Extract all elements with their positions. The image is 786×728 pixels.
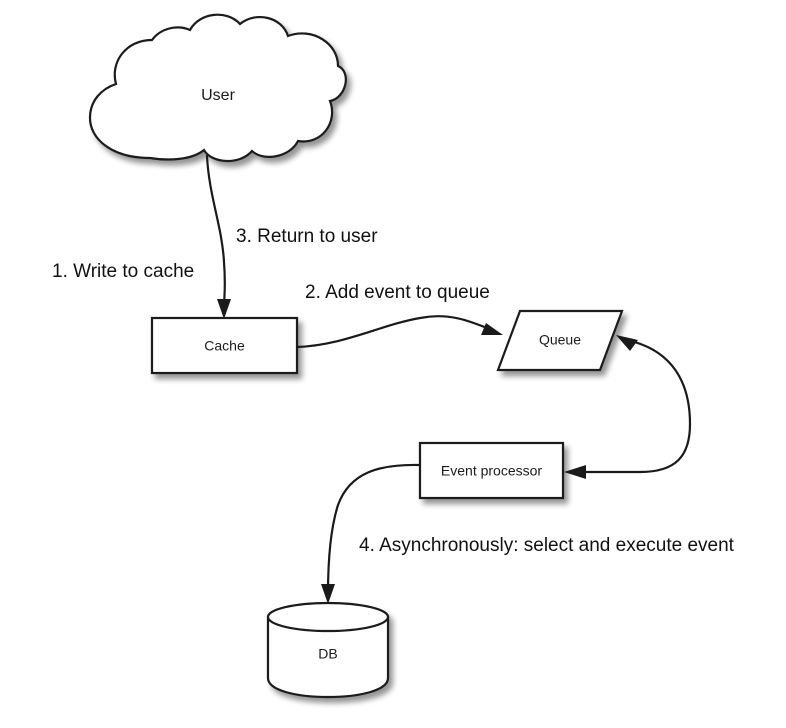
edge-loop-line <box>573 338 692 474</box>
db-cylinder-top <box>266 601 390 633</box>
node-user-label: User <box>201 87 235 104</box>
edge-event-processor-to-db-arrowhead <box>321 584 335 604</box>
edge-queue-event-processor-loop <box>564 335 692 479</box>
node-db-label: DB <box>318 646 337 662</box>
edge-event-processor-to-db-line <box>326 463 422 596</box>
db-cylinder-body <box>266 615 390 699</box>
node-queue-label: Queue <box>539 332 581 348</box>
edge-cache-to-queue-line <box>295 315 494 349</box>
cloud-shape <box>88 13 347 163</box>
cache-rect <box>150 316 299 375</box>
edge-cache-to-queue-arrowhead <box>481 323 503 335</box>
edge-cache-to-queue <box>295 315 503 349</box>
event-processor-rect <box>418 441 565 500</box>
edge-user-to-cache-line <box>205 154 226 311</box>
edge-user-to-cache-arrowhead <box>217 299 231 319</box>
step-label-3-return: 3. Return to user <box>236 226 378 247</box>
node-db[interactable]: DB <box>266 601 390 699</box>
node-user[interactable]: User <box>88 13 347 163</box>
node-cache-label: Cache <box>204 338 245 354</box>
node-event-processor-label: Event processor <box>441 463 542 479</box>
step-label-2-add-event: 2. Add event to queue <box>305 282 490 303</box>
queue-parallelogram <box>496 309 624 372</box>
node-cache[interactable]: Cache <box>150 316 299 375</box>
node-event-processor[interactable]: Event processor <box>418 441 565 500</box>
step-label-1: 1. Write to cache <box>52 261 194 282</box>
step-label-4-async: 4. Asynchronously: select and execute ev… <box>359 535 735 556</box>
edge-loop-arrowhead-queue <box>616 335 638 351</box>
node-queue[interactable]: Queue <box>496 309 624 372</box>
edge-loop-arrowhead-processor <box>564 465 586 479</box>
edge-event-processor-to-db <box>321 463 422 604</box>
edge-user-to-cache <box>205 154 231 319</box>
